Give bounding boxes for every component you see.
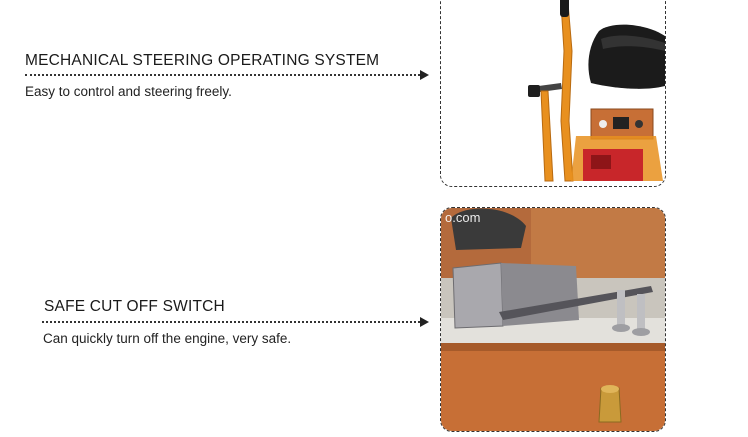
arrow-head-icon [420, 317, 429, 327]
feature-description: Can quickly turn off the engine, very sa… [43, 331, 292, 346]
arrow-head-icon [420, 70, 429, 80]
image-watermark: o.com [445, 210, 480, 225]
steering-system-photo [440, 0, 666, 187]
steering-illustration [441, 0, 665, 186]
feature-title: SAFE CUT OFF SWITCH [44, 298, 225, 315]
pointer-arrow [25, 70, 429, 80]
pointer-arrow [42, 317, 429, 327]
cut-off-switch-photo: o.com [440, 207, 666, 432]
switch-illustration: o.com [441, 208, 665, 431]
feature-description: Easy to control and steering freely. [25, 84, 232, 99]
feature-title: MECHANICAL STEERING OPERATING SYSTEM [25, 52, 380, 69]
